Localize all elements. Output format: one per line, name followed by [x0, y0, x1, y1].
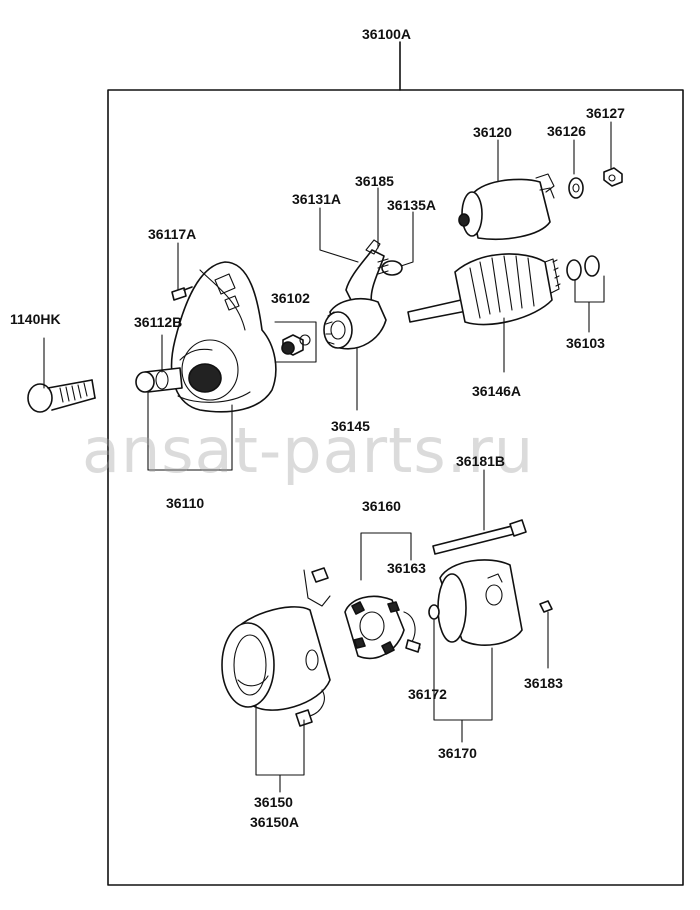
- armature-36146a-part: [407, 253, 561, 373]
- label-36110: 36110: [166, 495, 205, 511]
- label-36131a: 36131A: [292, 191, 342, 207]
- assembly-frame: [107, 89, 684, 886]
- label-36102: 36102: [271, 290, 310, 306]
- label-36160: 36160: [362, 498, 401, 514]
- pinion-36145-part: [323, 298, 387, 411]
- label-36120: 36120: [473, 124, 512, 140]
- screw-36117a-part: [171, 242, 193, 301]
- yoke-36150-part: [221, 567, 331, 793]
- label-36150a: 36150A: [250, 814, 300, 830]
- label-36150: 36150: [254, 794, 293, 810]
- thru-bolt-36181b-part: [432, 469, 527, 555]
- label-36135a: 36135A: [387, 197, 437, 213]
- pin-36102-part: [274, 321, 317, 363]
- drive-housing-part: [135, 261, 277, 471]
- label-36183: 36183: [524, 675, 563, 691]
- label-1140hk: 1140HK: [10, 311, 61, 327]
- watermark: ansat-parts.ru: [82, 414, 535, 487]
- bolt-1140hk-part: [27, 337, 96, 413]
- label-36112b: 36112B: [134, 314, 183, 330]
- label-36126: 36126: [547, 123, 586, 139]
- label-36117a: 36117A: [148, 226, 197, 242]
- label-36170: 36170: [438, 745, 477, 761]
- label-36103: 36103: [566, 335, 605, 351]
- washers-36103-part: [566, 255, 605, 333]
- washer-nut-part: [568, 121, 623, 199]
- screw-36183-part: [539, 600, 553, 669]
- solenoid-36120-part: [458, 139, 555, 241]
- label-36181b: 36181B: [456, 453, 506, 469]
- label-36185: 36185: [355, 173, 394, 189]
- label-36146a: 36146A: [472, 383, 522, 399]
- label-36100a: 36100A: [362, 26, 412, 42]
- label-36127: 36127: [586, 105, 625, 121]
- label-36163: 36163: [387, 560, 426, 576]
- end-frame-36170-part: [428, 559, 523, 743]
- label-36172: 36172: [408, 686, 447, 702]
- label-36145: 36145: [331, 418, 370, 434]
- brush-holder-36160-part: [344, 532, 421, 660]
